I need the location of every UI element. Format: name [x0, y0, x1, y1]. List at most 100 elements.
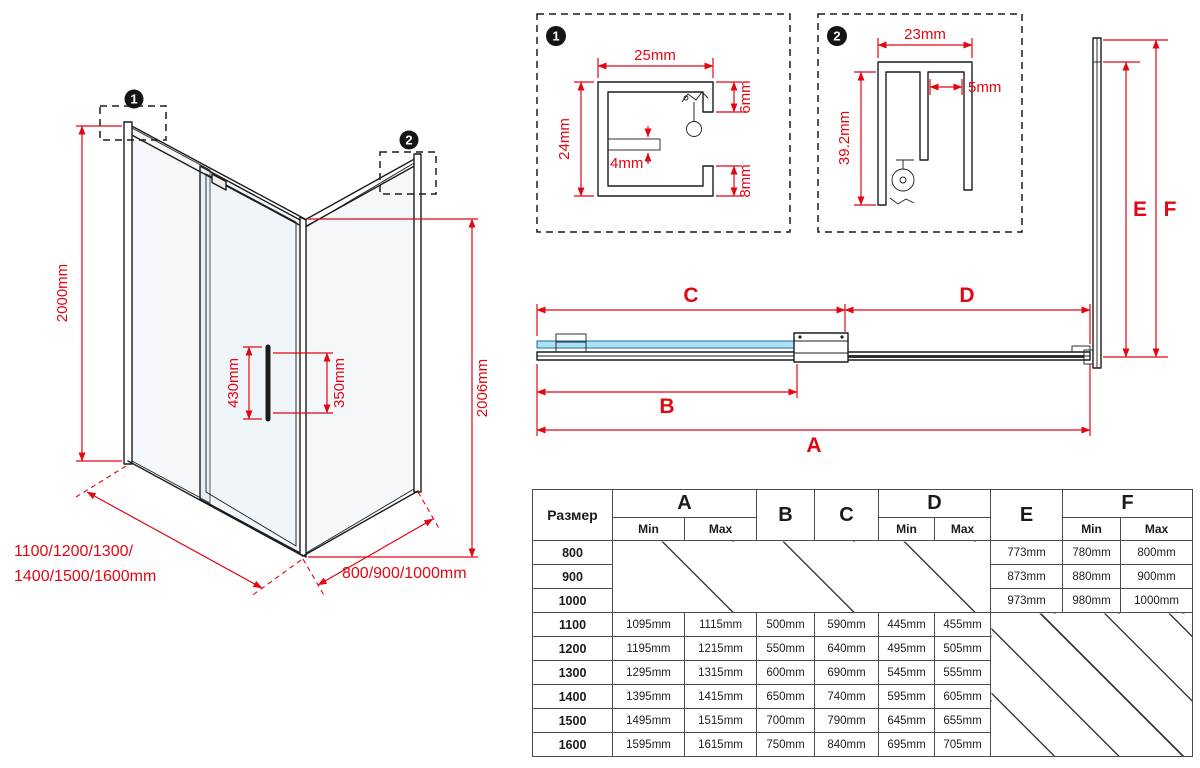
hanger-wheel	[889, 159, 915, 205]
subheader-f-min: Min	[1062, 517, 1122, 541]
plan-view: C D B A E F	[536, 37, 1177, 457]
cell-d-min: 695mm	[878, 732, 936, 757]
svg-text:25mm: 25mm	[634, 47, 676, 64]
col-header-b: B	[756, 489, 816, 541]
svg-text:4mm: 4mm	[610, 155, 643, 172]
cell-size: 1000	[532, 588, 613, 613]
cell-f-min: 780mm	[1062, 540, 1122, 565]
cell-c: 740mm	[814, 684, 880, 709]
svg-text:350mm: 350mm	[331, 358, 348, 408]
empty-region-diagonal	[990, 612, 1194, 757]
cell-d-min: 445mm	[878, 612, 936, 637]
cell-a-min: 1295mm	[612, 660, 685, 685]
cell-f-min: 980mm	[1062, 588, 1122, 613]
side-pane	[305, 162, 415, 554]
svg-text:F: F	[1164, 198, 1177, 221]
profile-inner-shelf	[607, 138, 661, 151]
cell-b: 500mm	[756, 612, 816, 637]
callout-box-2	[379, 151, 437, 195]
size-table-grid: Размер A B C D E F Min Max Min Max Min M…	[532, 489, 1194, 757]
size-table: Размер A B C D E F Min Max Min Max Min M…	[532, 489, 1194, 757]
table-row: 1000 973mm 980mm 1000mm	[532, 588, 1194, 613]
dimension-d: D	[844, 284, 1091, 344]
table-header-row: Размер A B C D E F	[532, 489, 1194, 541]
svg-text:39.2mm: 39.2mm	[836, 111, 853, 165]
cell-d-max: 455mm	[934, 612, 992, 637]
svg-text:430mm: 430mm	[225, 358, 242, 408]
table-subheader-row: Min Max Min Max Min Max	[533, 517, 1194, 541]
dimension-8mm: 8mm	[716, 164, 754, 198]
dimension-f: F	[1103, 39, 1177, 358]
cell-size: 800	[532, 540, 613, 565]
cell-e: 973mm	[990, 588, 1064, 613]
cell-d-min: 545mm	[878, 660, 936, 685]
cell-a-min: 1095mm	[612, 612, 685, 637]
cell-a-min: 1195mm	[612, 636, 685, 661]
cell-d-max: 705mm	[934, 732, 992, 757]
cell-c: 690mm	[814, 660, 880, 685]
cell-c: 590mm	[814, 612, 880, 637]
badge-2-icon: 2	[399, 130, 419, 150]
subheader-a-max: Max	[683, 517, 758, 541]
cell-b: 750mm	[756, 732, 816, 757]
cell-c: 840mm	[814, 732, 880, 757]
svg-text:B: B	[659, 395, 674, 418]
dimension-height-left: 2000mm	[54, 125, 122, 462]
svg-text:1: 1	[130, 92, 137, 107]
cell-a-min: 1595mm	[612, 732, 685, 757]
svg-text:2006mm: 2006mm	[474, 359, 491, 417]
svg-text:5mm: 5mm	[968, 79, 1001, 96]
table-row: 1500 1495mm 1515mm 700mm 790mm 645mm 655…	[532, 708, 1193, 733]
subheader-d-min: Min	[878, 517, 936, 541]
col-header-e: E	[990, 489, 1064, 541]
dimension-39-2mm: 39.2mm	[836, 71, 876, 206]
cell-a-max: 1615mm	[683, 732, 758, 757]
dimension-handle-holes: 350mm	[273, 352, 348, 414]
subheader-d-max: Max	[934, 517, 992, 541]
callout-box-1	[99, 105, 167, 141]
svg-text:1100/1200/1300/: 1100/1200/1300/	[14, 543, 133, 560]
detail-1-badge-icon: 1	[546, 26, 566, 46]
svg-text:A: A	[806, 434, 821, 457]
svg-text:1: 1	[552, 29, 559, 44]
cell-a-min: 1495mm	[612, 708, 685, 733]
cell-d-min: 495mm	[878, 636, 936, 661]
svg-text:24mm: 24mm	[556, 118, 573, 160]
detail-2: 2 23mm 5mm 39.2mm	[817, 13, 1023, 233]
cell-b: 650mm	[756, 684, 816, 709]
dimension-a: A	[536, 364, 1091, 457]
cell-a-min: 1395mm	[612, 684, 685, 709]
cell-d-min: 595mm	[878, 684, 936, 709]
cell-e: 773mm	[990, 540, 1064, 565]
detail-2-badge-icon: 2	[827, 26, 847, 46]
cell-a-max: 1515mm	[683, 708, 758, 733]
cell-f-max: 900mm	[1120, 564, 1194, 589]
corner-post	[299, 216, 307, 558]
cell-b: 700mm	[756, 708, 816, 733]
door-inner-frame	[205, 173, 297, 547]
right-wall-profile	[413, 153, 422, 493]
wall-profile-elevation	[1083, 37, 1102, 369]
cell-size: 1200	[532, 636, 613, 661]
svg-text:23mm: 23mm	[904, 26, 946, 43]
subheader-f-max: Max	[1120, 517, 1194, 541]
cell-e: 873mm	[990, 564, 1064, 589]
cell-d-max: 655mm	[934, 708, 992, 733]
dimension-5mm: 5mm	[929, 79, 1001, 96]
dimension-6mm: 6mm	[716, 80, 754, 114]
dimension-b: B	[536, 364, 798, 436]
table-row: 1100 1095mm 1115mm 500mm 590mm 445mm 455…	[532, 612, 1194, 757]
col-header-a: A	[611, 489, 758, 518]
rail-profile-section	[597, 81, 714, 197]
table-row: 1200 1195mm 1215mm 550mm 640mm 495mm 505…	[532, 636, 1193, 661]
detail-1: 1 25mm 24mm 4mm 6mm	[536, 13, 791, 233]
cell-size: 1400	[532, 684, 613, 709]
roller-clip	[681, 91, 709, 137]
svg-text:1400/1500/1600mm: 1400/1500/1600mm	[14, 568, 156, 585]
detail-1-box	[536, 13, 791, 233]
svg-text:2: 2	[833, 29, 840, 44]
dimension-4mm: 4mm	[610, 126, 652, 172]
svg-text:E: E	[1133, 198, 1147, 221]
table-row: 800 773mm 780mm 800mm	[532, 540, 1194, 613]
cell-a-max: 1115mm	[683, 612, 758, 637]
